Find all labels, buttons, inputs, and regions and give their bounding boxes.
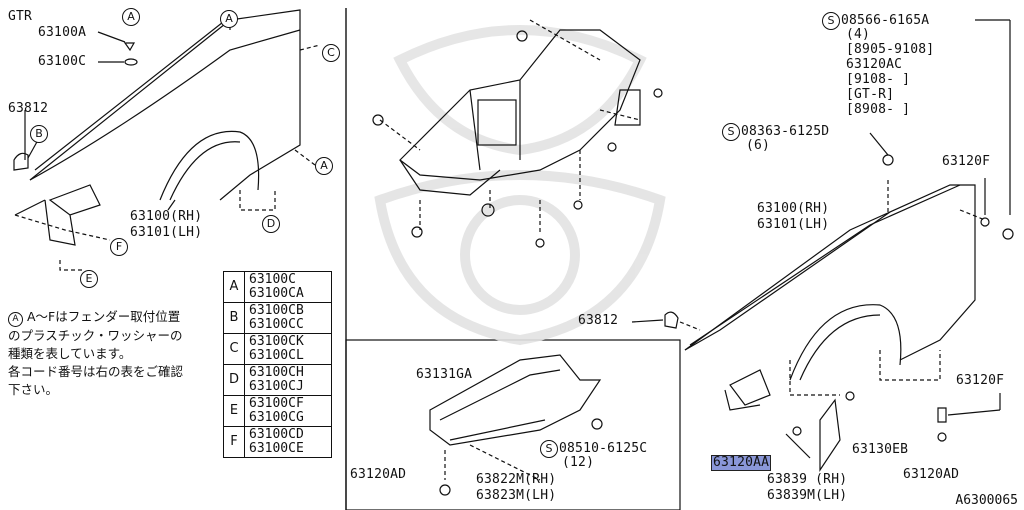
- code-value: 63100C: [249, 272, 296, 287]
- label-range-3: [8908- ]: [846, 102, 911, 117]
- callout-a-top: A: [122, 8, 140, 26]
- label-63100C-left: 63100C: [38, 54, 87, 69]
- code-key: A: [223, 271, 245, 303]
- callout-d: D: [262, 215, 280, 233]
- label-screw-08510: 08510-6125C: [559, 441, 648, 456]
- code-value: 63100CL: [249, 348, 304, 363]
- label-63812-left: 63812: [8, 101, 49, 116]
- note-line-4: 各コード番号は右の表をご確認: [8, 364, 184, 379]
- label-63131GA: 63131GA: [416, 367, 473, 382]
- note-line-3: 種類を表しています。: [8, 346, 132, 361]
- label-gtr-spec: [GT-R]: [846, 87, 895, 102]
- label-08566: 08566-6165A: [841, 13, 930, 28]
- label-qty-4: (4): [846, 27, 871, 42]
- bottom-inset-drawing: [429, 354, 603, 496]
- code-value: 63100CB: [249, 303, 304, 318]
- note-circle-a: A: [8, 312, 23, 327]
- code-value: 63100CC: [249, 317, 304, 332]
- watermark: [374, 25, 666, 346]
- label-range-2: [9108- ]: [846, 72, 911, 87]
- label-63120AC: 63120AC: [846, 57, 903, 72]
- label-63120F-bottom: 63120F: [956, 373, 1005, 388]
- right-fender-drawing: [631, 19, 1014, 472]
- label-63822M: 63822M(RH): [476, 472, 557, 487]
- label-fender-rh-left: 63100(RH): [130, 209, 203, 224]
- label-fender-lh-left: 63101(LH): [130, 225, 203, 240]
- code-value: 63100CJ: [249, 379, 304, 394]
- code-key: E: [223, 395, 245, 427]
- callout-e: E: [80, 270, 98, 288]
- label-range-1: [8905-9108]: [846, 42, 935, 57]
- code-key: F: [223, 426, 245, 458]
- label-fender-lh-right: 63101(LH): [757, 217, 830, 232]
- label-screw-qty: (12): [562, 455, 595, 470]
- label-63839-rh: 63839 (RH): [767, 472, 848, 487]
- callout-c: C: [322, 44, 340, 62]
- code-value: 63100CG: [249, 410, 304, 425]
- callout-f: F: [110, 238, 128, 256]
- label-63120AD-right: 63120AD: [903, 467, 960, 482]
- code-value: 63100CK: [249, 334, 304, 349]
- circle-s-top: S: [822, 12, 840, 30]
- callout-a-upper: A: [220, 10, 238, 28]
- code-value: 63100CA: [249, 286, 304, 301]
- label-63100A: 63100A: [38, 25, 87, 40]
- label-qty-6: (6): [746, 138, 771, 153]
- circle-s-bottom: S: [540, 440, 558, 458]
- note-line-1: A A～Fはフェンダー取付位置: [8, 308, 218, 327]
- code-value: 63100CH: [249, 365, 304, 380]
- code-key: C: [223, 333, 245, 365]
- center-liner-drawing: [372, 19, 663, 248]
- model-title: GTR: [8, 9, 33, 24]
- code-value: 63100CD: [249, 427, 304, 442]
- callout-b: B: [30, 125, 48, 143]
- note-line-5: 下さい。: [8, 382, 59, 397]
- reference-code: A6300065: [955, 493, 1018, 508]
- note-text-1: A～Fはフェンダー取付位置: [26, 309, 181, 324]
- label-63120F-top: 63120F: [942, 154, 991, 169]
- label-63823M: 63823M(LH): [476, 488, 557, 503]
- left-fender-drawing: [13, 9, 321, 271]
- callout-a-right: A: [315, 157, 333, 175]
- label-fender-rh-right: 63100(RH): [757, 201, 830, 216]
- label-63839M-lh: 63839M(LH): [767, 488, 848, 503]
- code-key: B: [223, 302, 245, 334]
- note-line-2: のプラスチック・ワッシャーの: [8, 328, 183, 343]
- fender-note: A A～Fはフェンダー取付位置 のプラスチック・ワッシャーの 種類を表しています…: [8, 308, 218, 399]
- label-63130EB: 63130EB: [852, 442, 909, 457]
- circle-s-mid: S: [722, 123, 740, 141]
- label-63120AD-center: 63120AD: [350, 467, 407, 482]
- code-value: 63100CE: [249, 441, 304, 456]
- label-63812-right: 63812: [578, 313, 619, 328]
- label-08363: 08363-6125D: [741, 124, 830, 139]
- code-key: D: [223, 364, 245, 396]
- code-value: 63100CF: [249, 396, 304, 411]
- label-63120AA-highlighted[interactable]: 63120AA: [710, 455, 772, 471]
